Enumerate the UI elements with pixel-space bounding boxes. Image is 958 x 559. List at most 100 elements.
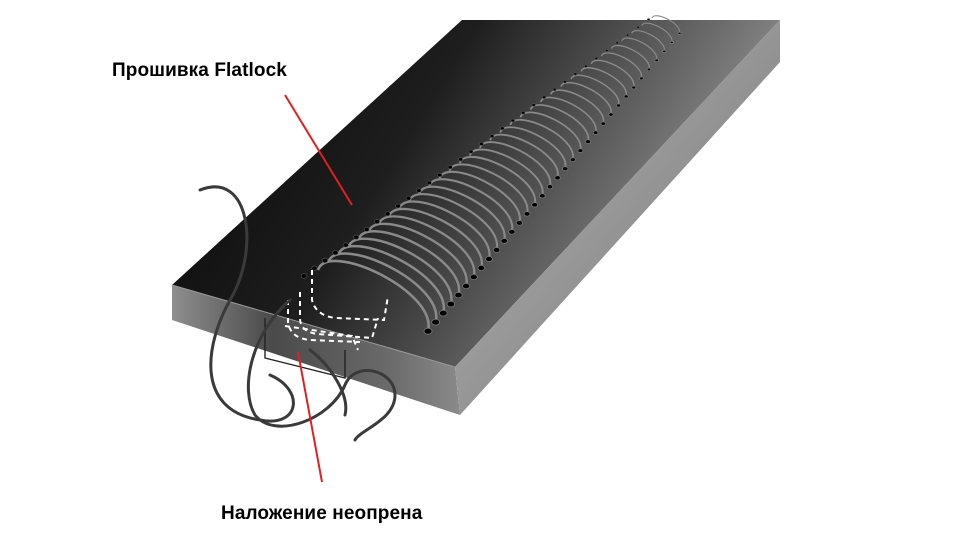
stitch-loop bbox=[610, 44, 650, 70]
stitch-loop bbox=[641, 22, 673, 43]
stitch-hole bbox=[395, 203, 401, 209]
stitch-hole bbox=[492, 247, 501, 253]
stitch-hole bbox=[462, 282, 471, 290]
stitch-hole bbox=[489, 134, 495, 138]
stitch-hole bbox=[500, 126, 505, 131]
stitch-hole bbox=[374, 219, 380, 224]
stitch-loop bbox=[600, 52, 643, 79]
stitch-loop bbox=[357, 230, 461, 296]
stitch-hole bbox=[468, 149, 474, 154]
flatlock-stitch-row bbox=[300, 15, 682, 335]
stitch-hole bbox=[515, 220, 523, 226]
stitch-loop bbox=[337, 244, 445, 314]
stitch-hole bbox=[623, 94, 629, 99]
stitch-hole bbox=[447, 165, 453, 170]
stitch-loop bbox=[397, 200, 491, 260]
stitch-loop bbox=[458, 156, 536, 206]
stitch-hole bbox=[662, 49, 667, 54]
stitch-hole bbox=[669, 40, 674, 44]
stitch-hole bbox=[531, 103, 536, 107]
stitch-hole bbox=[423, 327, 433, 335]
stitch-hole bbox=[500, 238, 508, 244]
stitch-hole bbox=[363, 227, 370, 232]
stitch-hole bbox=[405, 196, 411, 201]
stitch-hole bbox=[300, 273, 308, 279]
stitch-hole bbox=[311, 265, 318, 271]
stitch-hole bbox=[416, 188, 422, 193]
stitch-hole bbox=[353, 234, 360, 240]
stitch-hole bbox=[573, 72, 578, 76]
stitch-hole bbox=[542, 95, 547, 99]
stitch-hole bbox=[438, 309, 448, 317]
stitch-hole bbox=[615, 103, 622, 108]
stitch-hole bbox=[546, 184, 554, 190]
stitch-hole bbox=[608, 112, 614, 117]
stitch-hole bbox=[585, 139, 591, 144]
stitch-hole bbox=[477, 264, 486, 272]
stitch-loop bbox=[418, 185, 506, 242]
stitch-hole bbox=[485, 256, 493, 262]
slab-side-face bbox=[455, 20, 780, 415]
stitch-hole bbox=[552, 87, 557, 92]
stitch-hole bbox=[592, 130, 599, 135]
stitch-loop bbox=[570, 74, 620, 106]
stitch-loop bbox=[550, 89, 605, 124]
leader-line-flatlock bbox=[284, 94, 353, 206]
stitch-loop bbox=[347, 237, 453, 305]
stitch-hole bbox=[523, 211, 531, 217]
overlap-edge-outline bbox=[264, 318, 346, 379]
stitch-hole bbox=[321, 257, 328, 263]
stitch-hole bbox=[508, 229, 516, 235]
stitch-hole bbox=[437, 172, 443, 178]
neoprene-slab bbox=[171, 20, 780, 415]
stitch-hole bbox=[631, 85, 637, 90]
stitch-hole bbox=[594, 56, 599, 60]
stitch-loop bbox=[448, 163, 529, 215]
stitch-hole bbox=[562, 166, 569, 172]
stitch-hole bbox=[615, 41, 619, 45]
stitch-loop bbox=[580, 67, 627, 97]
stitch-hole bbox=[521, 111, 526, 115]
stitch-loop bbox=[590, 59, 635, 88]
stitch-hole bbox=[646, 67, 652, 72]
stitch-hole bbox=[654, 58, 659, 63]
stitch-loop bbox=[621, 37, 658, 61]
leader-line-overlap bbox=[297, 351, 323, 483]
flatlock-stitching-label: Прошивка Flatlock bbox=[112, 60, 287, 81]
stitch-loop bbox=[560, 81, 612, 115]
stitch-hole bbox=[639, 76, 644, 81]
stitch-hole bbox=[554, 175, 561, 181]
stitch-hole bbox=[454, 291, 463, 299]
stitch-loop bbox=[326, 252, 438, 323]
stitch-hole bbox=[577, 148, 584, 153]
stitch-loop bbox=[428, 178, 514, 233]
stitch-hole bbox=[647, 18, 650, 21]
stitch-hole bbox=[531, 202, 539, 208]
stitch-hole bbox=[539, 193, 546, 199]
stitch-hole bbox=[469, 273, 478, 281]
stitch-hole bbox=[510, 118, 515, 123]
overlap-outline bbox=[284, 270, 389, 351]
loose-threads bbox=[198, 185, 397, 442]
stitch-loop bbox=[468, 148, 544, 197]
stitch-loop bbox=[367, 222, 468, 287]
slab-top-face bbox=[172, 20, 780, 367]
stitch-hole bbox=[626, 33, 630, 37]
stitch-loop bbox=[438, 170, 521, 224]
stitch-hole bbox=[426, 180, 432, 185]
stitch-loop bbox=[651, 15, 681, 34]
slab-front-face bbox=[172, 285, 460, 415]
stitch-hole bbox=[605, 49, 609, 53]
stitch-loop bbox=[631, 30, 665, 52]
stitch-hole bbox=[431, 318, 440, 326]
stitch-hole bbox=[384, 211, 391, 217]
stitch-loop bbox=[377, 215, 476, 278]
neoprene-overlap-label: Наложение неопрена bbox=[221, 503, 423, 524]
stitch-loop bbox=[479, 141, 551, 187]
stitch-hole bbox=[458, 157, 463, 162]
stitch-hole bbox=[677, 31, 682, 35]
stitch-hole bbox=[636, 25, 640, 29]
stitch-hole bbox=[600, 121, 607, 126]
stitch-hole bbox=[332, 250, 339, 256]
